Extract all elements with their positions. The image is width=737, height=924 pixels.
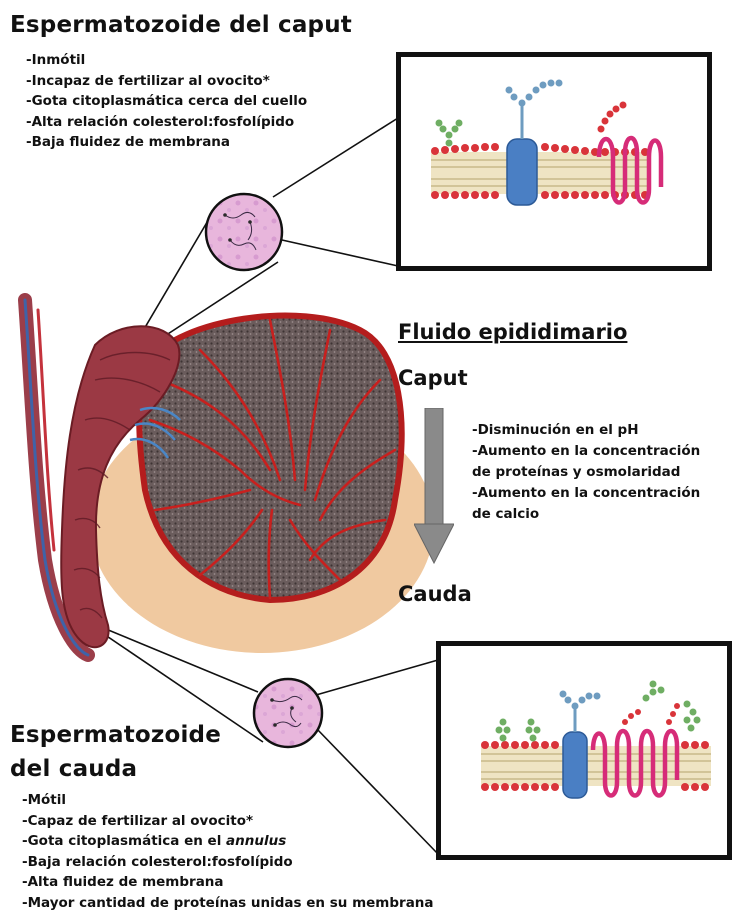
caput-magnifier xyxy=(206,194,282,270)
cauda-membrane-box xyxy=(436,641,732,860)
cauda-trait-list: -Mótil -Capaz de fertilizar al ovocito* … xyxy=(22,790,434,913)
fluid-change: -Disminución en el pH xyxy=(472,420,700,441)
cauda-trait: -Gota citoplasmática en el annulus xyxy=(22,831,434,852)
cauda-membrane-diagram xyxy=(441,646,727,855)
down-arrow-icon xyxy=(414,408,454,566)
fluid-title: Fluido epididimario xyxy=(398,320,627,344)
cauda-trait: -Alta fluidez de membrana xyxy=(22,872,434,893)
cauda-trait: -Baja relación colesterol:fosfolípido xyxy=(22,852,434,873)
cauda-trait-text: -Gota citoplasmática en el xyxy=(22,833,226,849)
fluid-change: de calcio xyxy=(472,504,700,525)
cauda-trait: -Mayor cantidad de proteínas unidas en s… xyxy=(22,893,434,914)
cauda-sperm-title-line1: Espermatozoide xyxy=(10,722,221,748)
glycolipid xyxy=(436,120,463,147)
cauda-trait: -Capaz de fertilizar al ovocito* xyxy=(22,811,434,832)
fluid-change: -Aumento en la concentración xyxy=(472,441,700,462)
lipid-bilayer xyxy=(431,143,651,199)
fluid-change-list: -Disminución en el pH -Aumento en la con… xyxy=(472,420,700,525)
cauda-trait: -Mótil xyxy=(22,790,434,811)
caput-stage-label: Caput xyxy=(398,366,468,390)
caput-membrane-box xyxy=(396,52,712,271)
caput-membrane-diagram xyxy=(401,57,707,266)
cauda-magnifier xyxy=(254,679,322,747)
annulus-term: annulus xyxy=(226,833,286,849)
cauda-stage-label: Cauda xyxy=(398,582,472,606)
fluid-change: -Aumento en la concentración xyxy=(472,483,700,504)
cauda-sperm-title-line2: del cauda xyxy=(10,756,137,782)
glycan-chain xyxy=(598,102,627,133)
glycan-chain xyxy=(622,703,680,725)
fluid-change: de proteínas y osmolaridad xyxy=(472,462,700,483)
